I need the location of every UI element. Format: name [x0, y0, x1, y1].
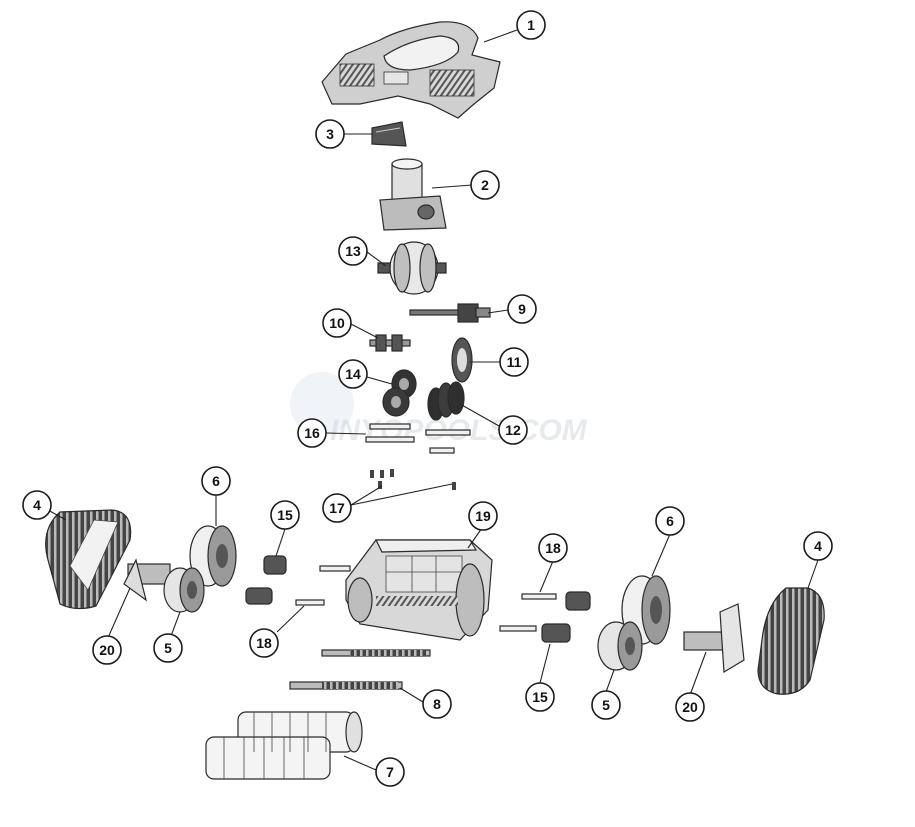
callout-4-left: 4 — [22, 490, 52, 520]
callout-20-right: 20 — [675, 692, 705, 722]
part-swivel-base — [379, 158, 447, 231]
part-pins-left — [295, 565, 351, 606]
part-gear-disc — [451, 337, 473, 383]
part-hub-right — [683, 603, 745, 674]
part-wheel-small-left — [163, 567, 205, 613]
svg-text:2: 2 — [481, 177, 489, 193]
part-top-cover — [321, 21, 501, 119]
svg-text:14: 14 — [345, 366, 361, 382]
callout-15-right: 15 — [525, 682, 555, 712]
part-track-right — [757, 587, 825, 695]
callout-18-left: 18 — [249, 628, 279, 658]
part-gear-pair — [382, 369, 417, 417]
svg-text:13: 13 — [345, 243, 361, 259]
svg-text:5: 5 — [164, 640, 172, 656]
callout-13: 13 — [338, 236, 368, 266]
leader-lines — [47, 29, 819, 771]
part-gear-stack — [427, 381, 465, 421]
callout-19: 19 — [468, 501, 498, 531]
svg-text:1: 1 — [527, 17, 535, 33]
callout-16: 16 — [297, 418, 327, 448]
callout-6-right: 6 — [655, 506, 685, 536]
part-drive-shaft — [409, 303, 491, 323]
callout-20-left: 20 — [92, 635, 122, 665]
svg-text:15: 15 — [532, 689, 548, 705]
part-wheel-small-right — [597, 621, 643, 671]
part-brush-rollers — [205, 711, 363, 780]
callout-7: 7 — [375, 757, 405, 787]
svg-text:11: 11 — [507, 354, 522, 370]
callout-5-left: 5 — [153, 633, 183, 663]
svg-text:15: 15 — [277, 507, 293, 523]
callout-17: 17 — [322, 493, 352, 523]
svg-text:12: 12 — [505, 422, 521, 438]
svg-text:7: 7 — [386, 764, 394, 780]
part-hub-left — [123, 558, 171, 602]
svg-text:4: 4 — [814, 538, 822, 554]
part-track-left — [45, 509, 132, 610]
part-chassis — [345, 539, 493, 641]
part-bushings-right — [541, 591, 591, 643]
callout-4-right: 4 — [803, 531, 833, 561]
svg-text:19: 19 — [475, 508, 491, 524]
part-idler-shaft — [369, 334, 411, 352]
part-wheel-large-left — [189, 525, 237, 587]
svg-text:9: 9 — [518, 301, 526, 317]
svg-text:20: 20 — [99, 642, 115, 658]
svg-text:16: 16 — [304, 425, 320, 441]
callout-11: 11 — [499, 347, 529, 377]
part-clip — [371, 121, 407, 147]
svg-text:8: 8 — [433, 696, 441, 712]
callout-1: 1 — [516, 10, 546, 40]
svg-text:6: 6 — [212, 473, 220, 489]
svg-text:18: 18 — [545, 540, 561, 556]
callout-6-left: 6 — [201, 466, 231, 496]
part-axle-pins — [365, 423, 471, 454]
svg-text:4: 4 — [33, 497, 41, 513]
svg-text:20: 20 — [682, 699, 698, 715]
callout-5-right: 5 — [591, 690, 621, 720]
callout-8: 8 — [422, 689, 452, 719]
svg-text:5: 5 — [602, 697, 610, 713]
part-screws — [370, 469, 456, 490]
svg-text:6: 6 — [666, 513, 674, 529]
svg-text:17: 17 — [329, 500, 345, 516]
part-drive-axle — [289, 649, 431, 690]
svg-text:10: 10 — [329, 315, 345, 331]
callout-14: 14 — [338, 359, 368, 389]
part-turbine — [377, 241, 447, 295]
callout-3: 3 — [315, 119, 345, 149]
part-pins-right — [499, 593, 557, 632]
callout-12: 12 — [498, 415, 528, 445]
svg-text:3: 3 — [326, 126, 334, 142]
callout-2: 2 — [470, 170, 500, 200]
callout-10: 10 — [322, 308, 352, 338]
part-bushings-left — [245, 555, 287, 605]
callout-18-right: 18 — [538, 533, 568, 563]
callout-9: 9 — [507, 294, 537, 324]
callout-15-left: 15 — [270, 500, 300, 530]
svg-text:18: 18 — [256, 635, 272, 651]
